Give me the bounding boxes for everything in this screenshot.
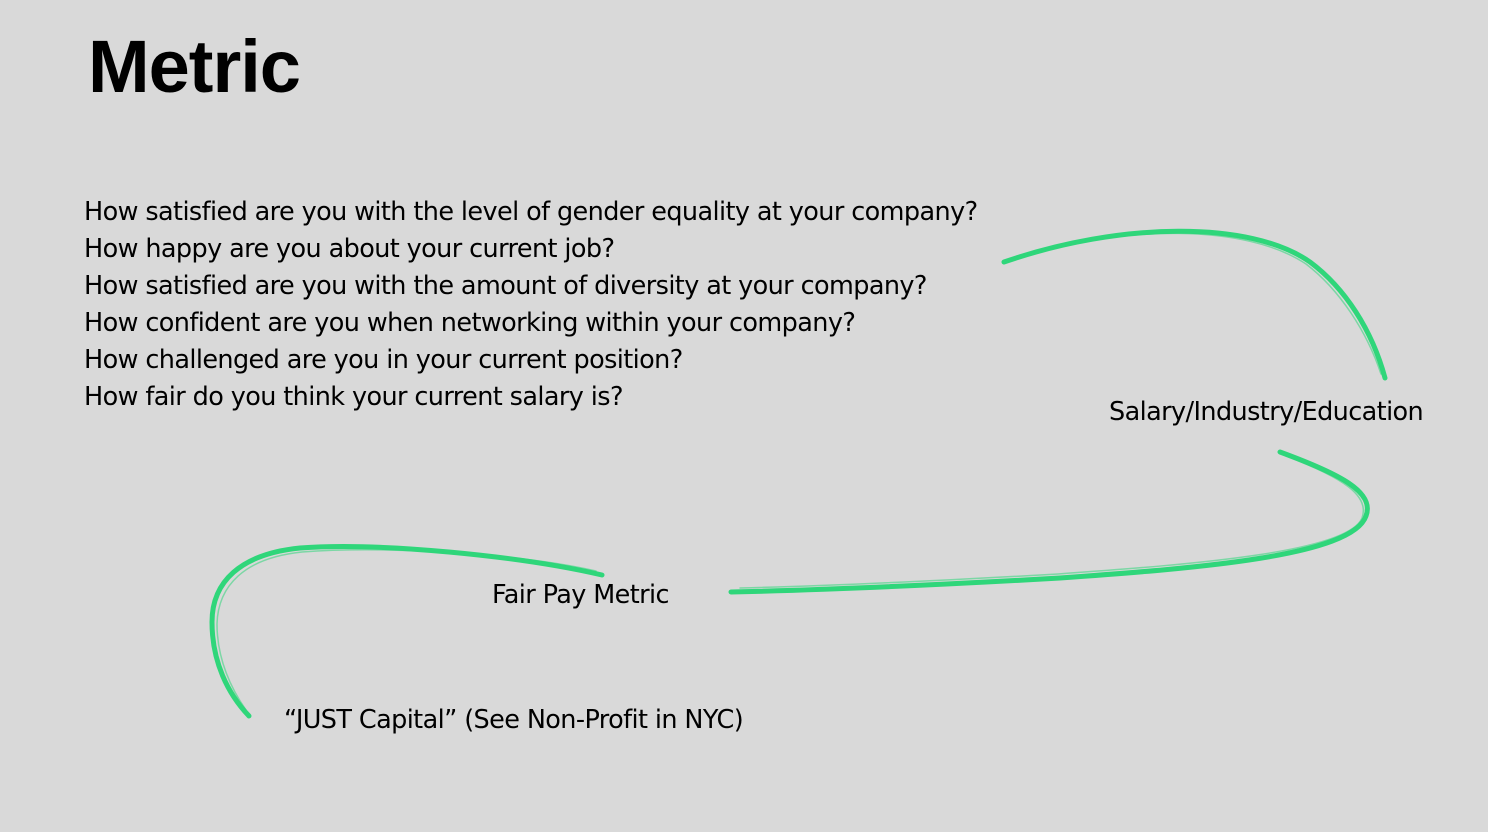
question-item: How satisfied are you with the level of … <box>84 197 978 227</box>
slide-title: Metric <box>88 25 301 108</box>
label-fair-pay-metric: Fair Pay Metric <box>492 580 670 610</box>
label-just-capital: “JUST Capital” (See Non-Profit in NYC) <box>284 705 744 735</box>
question-item: How confident are you when networking wi… <box>84 308 856 338</box>
connector-arc-top-texture <box>1009 232 1382 375</box>
connector-hook-left <box>209 544 605 719</box>
question-item: How challenged are you in your current p… <box>84 345 683 375</box>
connector-arc-top <box>1001 228 1388 381</box>
question-item: How satisfied are you with the amount of… <box>84 271 927 301</box>
question-item: How happy are you about your current job… <box>84 234 615 264</box>
label-salary-industry-education: Salary/Industry/Education <box>1109 397 1424 427</box>
connector-loop-right <box>728 449 1370 595</box>
connector-loop-right-texture <box>739 455 1365 589</box>
connector-hook-left-texture <box>216 549 597 711</box>
question-item: How fair do you think your current salar… <box>84 382 624 412</box>
question-list: How satisfied are you with the level of … <box>84 194 978 416</box>
